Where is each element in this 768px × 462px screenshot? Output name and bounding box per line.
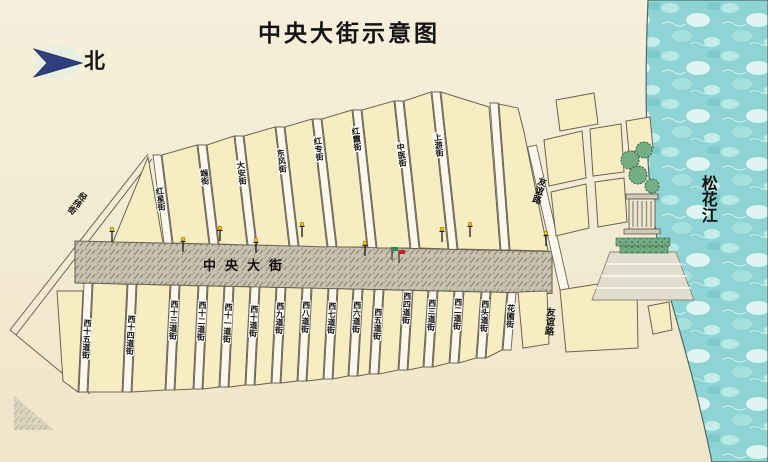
city-block	[432, 290, 455, 368]
city-block	[378, 289, 404, 375]
city-block	[161, 144, 210, 245]
street-lamp-icon	[253, 237, 259, 243]
tree-icon	[620, 150, 640, 170]
city-block	[254, 286, 277, 386]
city-block	[485, 291, 508, 359]
city-block	[202, 285, 225, 390]
city-block	[332, 288, 354, 380]
city-block	[228, 285, 251, 388]
city-block	[284, 118, 328, 248]
city-block	[550, 183, 590, 237]
city-block	[56, 290, 84, 393]
flag-icon	[399, 250, 405, 254]
city-block	[357, 288, 375, 377]
tree-icon	[635, 141, 653, 159]
street-lamp-icon	[467, 221, 473, 227]
tree-icon	[628, 165, 648, 185]
city-block	[555, 92, 599, 132]
city-block	[403, 91, 449, 250]
city-block	[407, 289, 429, 371]
city-block	[458, 290, 482, 364]
street-label-youyi-south: 友谊路	[542, 306, 556, 336]
street-lamp-icon	[109, 226, 115, 232]
street-lamp-icon	[217, 225, 223, 231]
north-arrow-icon	[32, 48, 84, 78]
monument-cap	[625, 193, 659, 200]
street-lamp-icon	[439, 226, 445, 232]
city-block	[174, 284, 199, 391]
street	[489, 102, 510, 251]
city-block	[131, 283, 171, 393]
monument-base	[623, 228, 661, 235]
hedge-row	[619, 245, 669, 254]
river	[645, 0, 768, 462]
city-block	[517, 290, 550, 349]
city-block	[440, 91, 501, 251]
road-hatch-corner	[14, 396, 54, 430]
north-label: 北	[84, 50, 105, 73]
river-label: 松花江	[698, 175, 716, 223]
city-block	[361, 100, 411, 249]
tree-icon	[644, 178, 660, 194]
street-lamp-icon	[362, 240, 368, 246]
flag-icon	[392, 247, 398, 251]
street-label-bottom-15: 花圃街	[505, 302, 516, 330]
city-block	[594, 177, 628, 228]
city-block	[306, 287, 329, 382]
hedge-row	[615, 237, 671, 247]
city-block	[280, 287, 303, 384]
main-street-label: 中央大街	[203, 258, 292, 273]
city-block	[647, 301, 673, 335]
city-block	[543, 130, 587, 187]
street-lamp-icon	[543, 230, 549, 236]
city-block	[498, 103, 549, 252]
street-lamp-icon	[299, 221, 305, 227]
page-title: 中央大街示意图	[258, 20, 440, 46]
city-block	[589, 123, 625, 177]
street-lamp-icon	[180, 236, 186, 242]
city-block	[87, 282, 128, 393]
